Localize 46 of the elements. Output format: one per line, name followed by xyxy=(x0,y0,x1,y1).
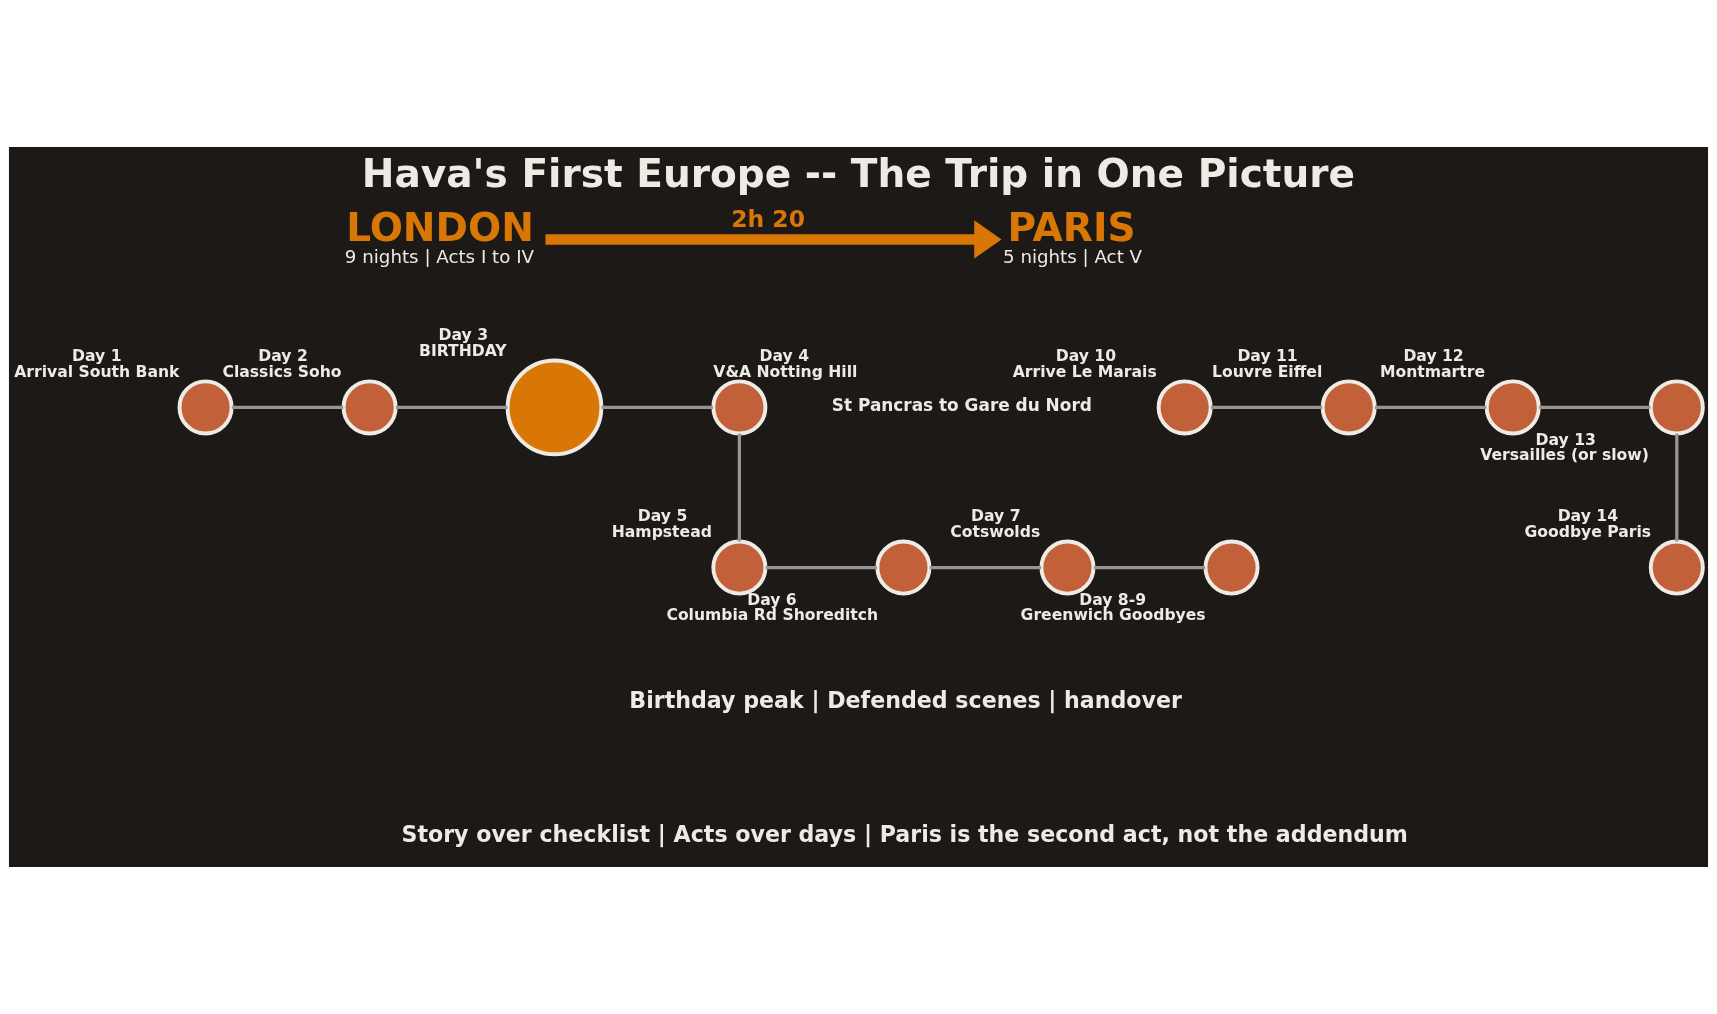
node-circle xyxy=(1648,379,1705,436)
node-label: Day 5 xyxy=(637,507,688,526)
node-circle xyxy=(177,379,234,436)
node-circle xyxy=(1203,539,1260,596)
arrow xyxy=(545,220,1002,259)
node-text: PARIS 5 nights | Act V xyxy=(1003,204,1143,268)
connector xyxy=(231,405,344,410)
connector xyxy=(395,405,508,410)
connector xyxy=(765,565,878,570)
label: Story over checklist | Acts over days | Paris is the second act, not the addendum xyxy=(401,821,1408,848)
node-circle xyxy=(1320,379,1377,436)
node-label: Hampstead xyxy=(611,523,712,542)
node-label: Day 1 xyxy=(72,347,122,366)
node-label: Goodbye Paris xyxy=(1524,523,1652,542)
edge-label: 2h 20 xyxy=(731,204,805,233)
node-label: Day 10 xyxy=(1055,347,1117,366)
connector xyxy=(1539,405,1651,410)
diagram-title: Hava's First Europe -- The Trip in One Picture xyxy=(361,151,1356,197)
node-circle xyxy=(1648,539,1705,596)
connector xyxy=(1210,405,1323,410)
node-label: Day 7 xyxy=(971,507,1021,526)
connector xyxy=(1093,565,1206,570)
node-label: Day 8-9 xyxy=(1079,590,1147,609)
node-label: Day 13 xyxy=(1535,430,1596,449)
node-label: Day 2 xyxy=(258,347,308,366)
node-circle xyxy=(505,358,604,457)
node-text: LONDON 9 nights | Acts I to IV xyxy=(344,204,535,268)
label: St Pancras to Gare du Nord xyxy=(831,394,1092,415)
node-label: Day 12 xyxy=(1403,347,1464,366)
node-circle xyxy=(875,539,932,596)
node-label: Day 11 xyxy=(1237,347,1298,366)
node-label: Day 3 xyxy=(438,326,489,345)
connector xyxy=(737,433,741,542)
label: Birthday peak | Defended scenes | handover xyxy=(629,687,1182,714)
node-label: BIRTHDAY xyxy=(419,342,507,361)
node-label: Day 6 xyxy=(747,590,797,609)
node-label: Cotswolds xyxy=(950,523,1041,542)
connector xyxy=(1374,405,1487,410)
node-label: Day 4 xyxy=(759,347,810,366)
node-circle xyxy=(341,379,398,436)
node-circle xyxy=(711,379,768,436)
connector xyxy=(929,565,1042,570)
node-circle xyxy=(1156,379,1213,436)
node-label: Day 14 xyxy=(1557,507,1619,526)
connector xyxy=(1675,433,1679,542)
connector xyxy=(601,405,713,410)
